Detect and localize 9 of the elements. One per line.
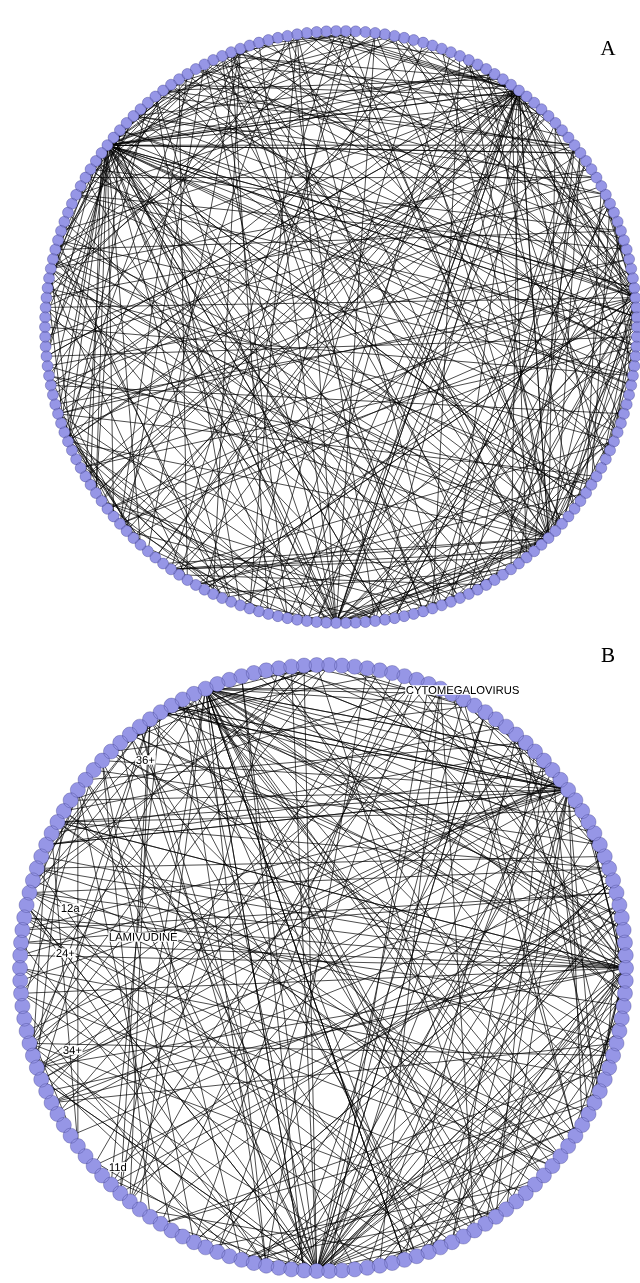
node-label: 34+ <box>62 1045 83 1055</box>
node-label: 36+ <box>135 755 156 765</box>
panel-label: B <box>601 648 614 662</box>
panel-label: A <box>600 41 616 55</box>
node-label: LAMIVUDINE <box>108 932 179 942</box>
node-label: CYTOMEGALOVIRUS <box>405 685 521 695</box>
node-label: 12a <box>60 903 81 913</box>
node-label: 24+ <box>55 948 76 958</box>
node-label: 11d <box>108 1162 128 1172</box>
